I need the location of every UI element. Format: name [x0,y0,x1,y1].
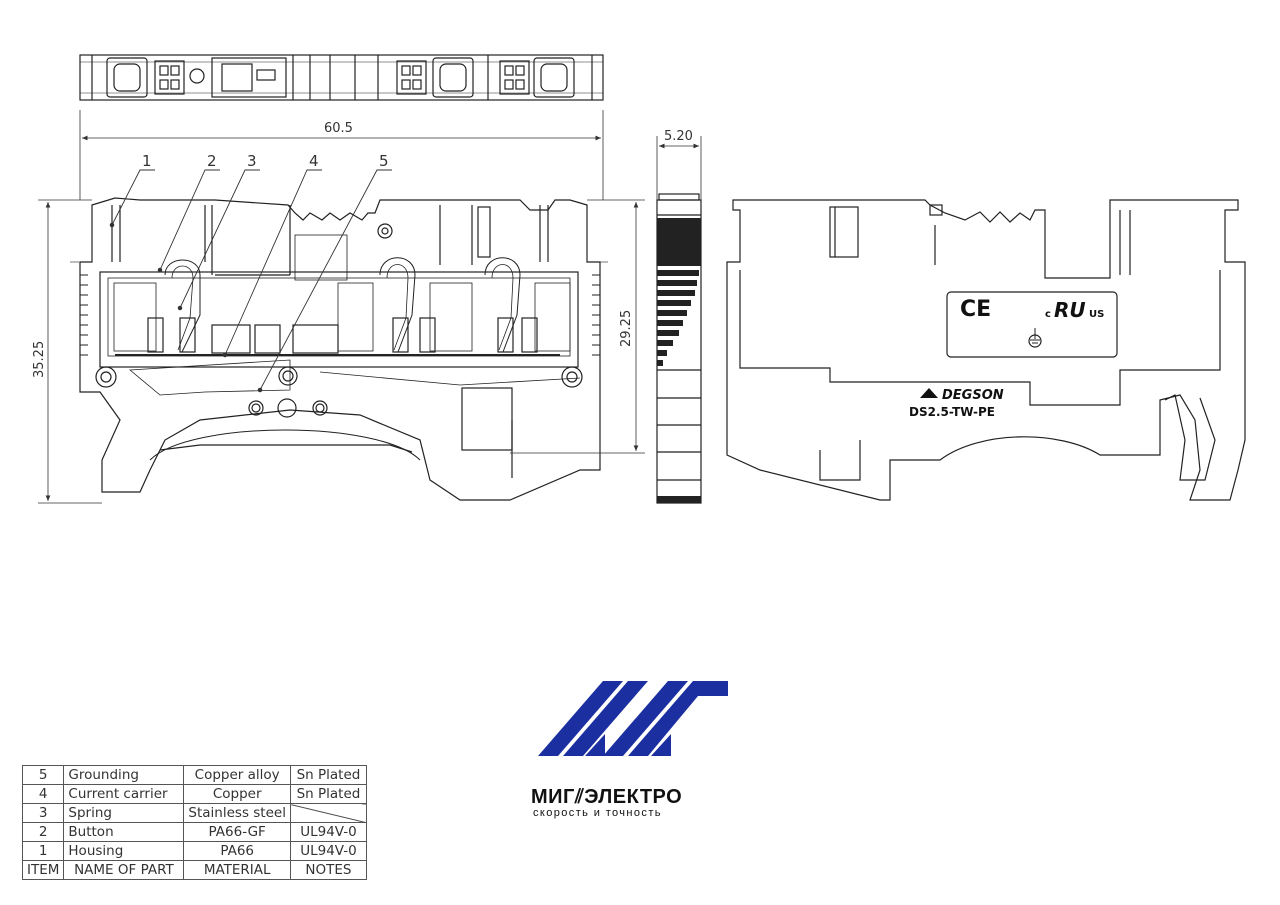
side-view-markings: CE c RU US DEGSON DS2.5-TW-PE [909,297,1104,419]
bom-item: 2 [21,822,65,842]
table-row: 4 Current carrier Copper Sn Plated [21,784,367,804]
table-row: 3 Spring Stainless steel [21,803,367,823]
top-view [79,54,604,101]
bom-name: Button [63,822,185,842]
callout-numbers: 1 2 3 4 5 [142,152,389,170]
bom-item: 3 [21,803,65,823]
bom-notes: UL94V-0 [289,841,367,861]
bom-material: Copper [183,784,291,804]
bom-item: 1 [21,841,65,861]
dimensions [38,110,702,504]
table-header-row: ITEM NAME OF PART MATERIAL NOTES [21,860,367,880]
bom-material: PA66-GF [183,822,291,842]
ce-mark: CE [960,297,991,322]
callout-1: 1 [142,152,152,170]
logo-tagline: скорость и точность [533,807,662,819]
callout-5: 5 [379,152,389,170]
callout-4: 4 [309,152,319,170]
bom-header-notes: NOTES [289,860,367,880]
bom-notes [289,803,367,823]
bom-notes: Sn Plated [289,765,367,785]
front-view-hatch [80,274,600,356]
bom-name: Housing [63,841,185,861]
bom-name: Current carrier [63,784,185,804]
bom-item: 4 [21,784,65,804]
bom-header-name: NAME OF PART [63,860,185,880]
bom-material: PA66 [183,841,291,861]
ul-suffix: US [1089,309,1104,320]
callout-leaders [109,169,392,393]
dim-total-height: 35.25 [32,341,47,378]
callout-2: 2 [207,152,217,170]
dim-width: 60.5 [324,121,353,136]
logo-company-name: МИГ⫽ЭЛЕКТРО [531,786,683,808]
company-logo: МИГ⫽ЭЛЕКТРО скорость и точность [525,676,735,821]
bom-header-material: MATERIAL [183,860,291,880]
table-row: 5 Grounding Copper alloy Sn Plated [21,765,367,785]
model-label: DS2.5-TW-PE [909,405,995,419]
end-view-fins [657,218,701,503]
bom-item: 5 [21,765,65,785]
bom-notes: Sn Plated [289,784,367,804]
dim-rail-height: 29.25 [619,310,634,347]
bom-material: Copper alloy [183,765,291,785]
degson-logo-icon [920,388,938,398]
ul-prefix: c [1045,309,1051,320]
bill-of-materials-table: 5 Grounding Copper alloy Sn Plated 4 Cur… [21,765,367,880]
side-view [726,199,1246,501]
callout-3: 3 [247,152,257,170]
table-row: 1 Housing PA66 UL94V-0 [21,841,367,861]
logo-mark-icon [538,681,728,756]
front-view [70,197,608,501]
brand-label: DEGSON [942,388,1004,403]
ul-mark: RU [1054,298,1086,322]
table-row: 2 Button PA66-GF UL94V-0 [21,822,367,842]
bom-notes: UL94V-0 [289,822,367,842]
bom-material: Stainless steel [183,803,291,823]
bom-name: Grounding [63,765,185,785]
bom-name: Spring [63,803,185,823]
bom-header-item: ITEM [21,860,65,880]
dim-depth: 5.20 [664,129,693,144]
